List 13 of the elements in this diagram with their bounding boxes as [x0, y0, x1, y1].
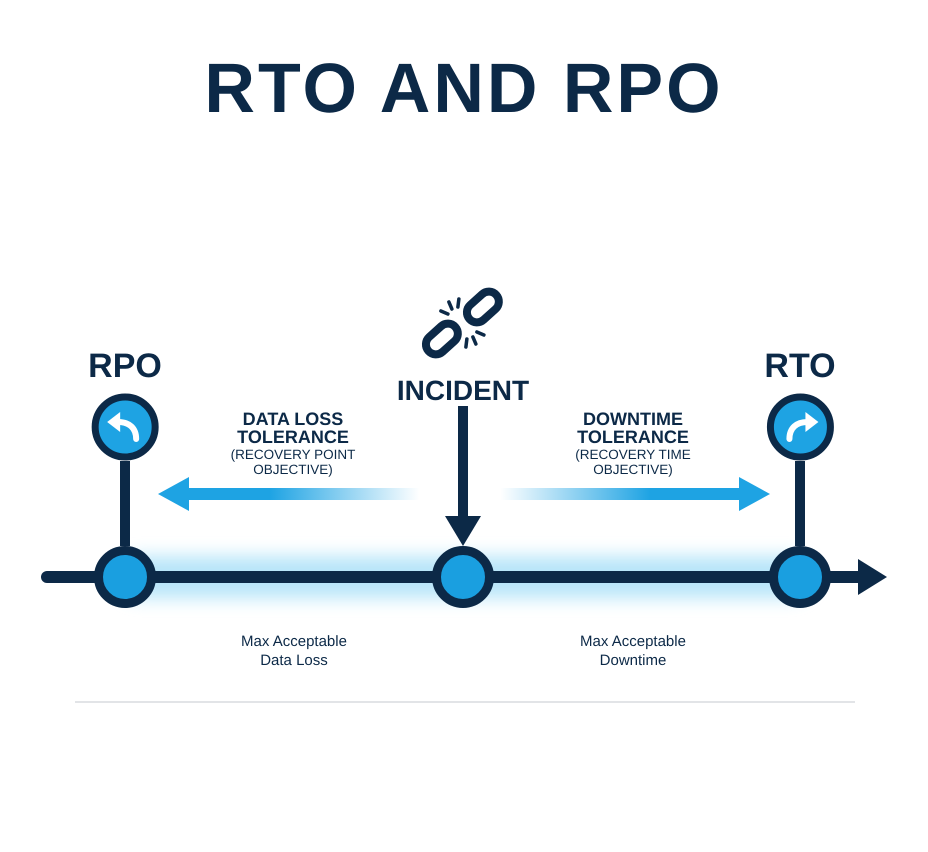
arrow: [445, 406, 481, 546]
title: RTO AND RPO: [204, 50, 724, 126]
arrow-label: DATA LOSS TOLERANCE: [236, 410, 350, 446]
arrow-label: DOWNTIME TOLERANCE: [576, 410, 690, 446]
arrow-note: (RECOVERY TIME OBJECTIVE): [574, 447, 692, 477]
connector-line: [795, 461, 805, 546]
arrow-note: (RECOVERY POINT OBJECTIVE): [230, 447, 356, 477]
span-caption: Max Acceptable Data Loss: [240, 632, 348, 670]
span-caption: Max Acceptable Downtime: [579, 632, 687, 670]
marker-label: RTO: [764, 349, 836, 383]
connector-line: [120, 461, 130, 546]
marker-label: RPO: [88, 349, 162, 383]
node-label: INCIDENT: [396, 376, 530, 406]
